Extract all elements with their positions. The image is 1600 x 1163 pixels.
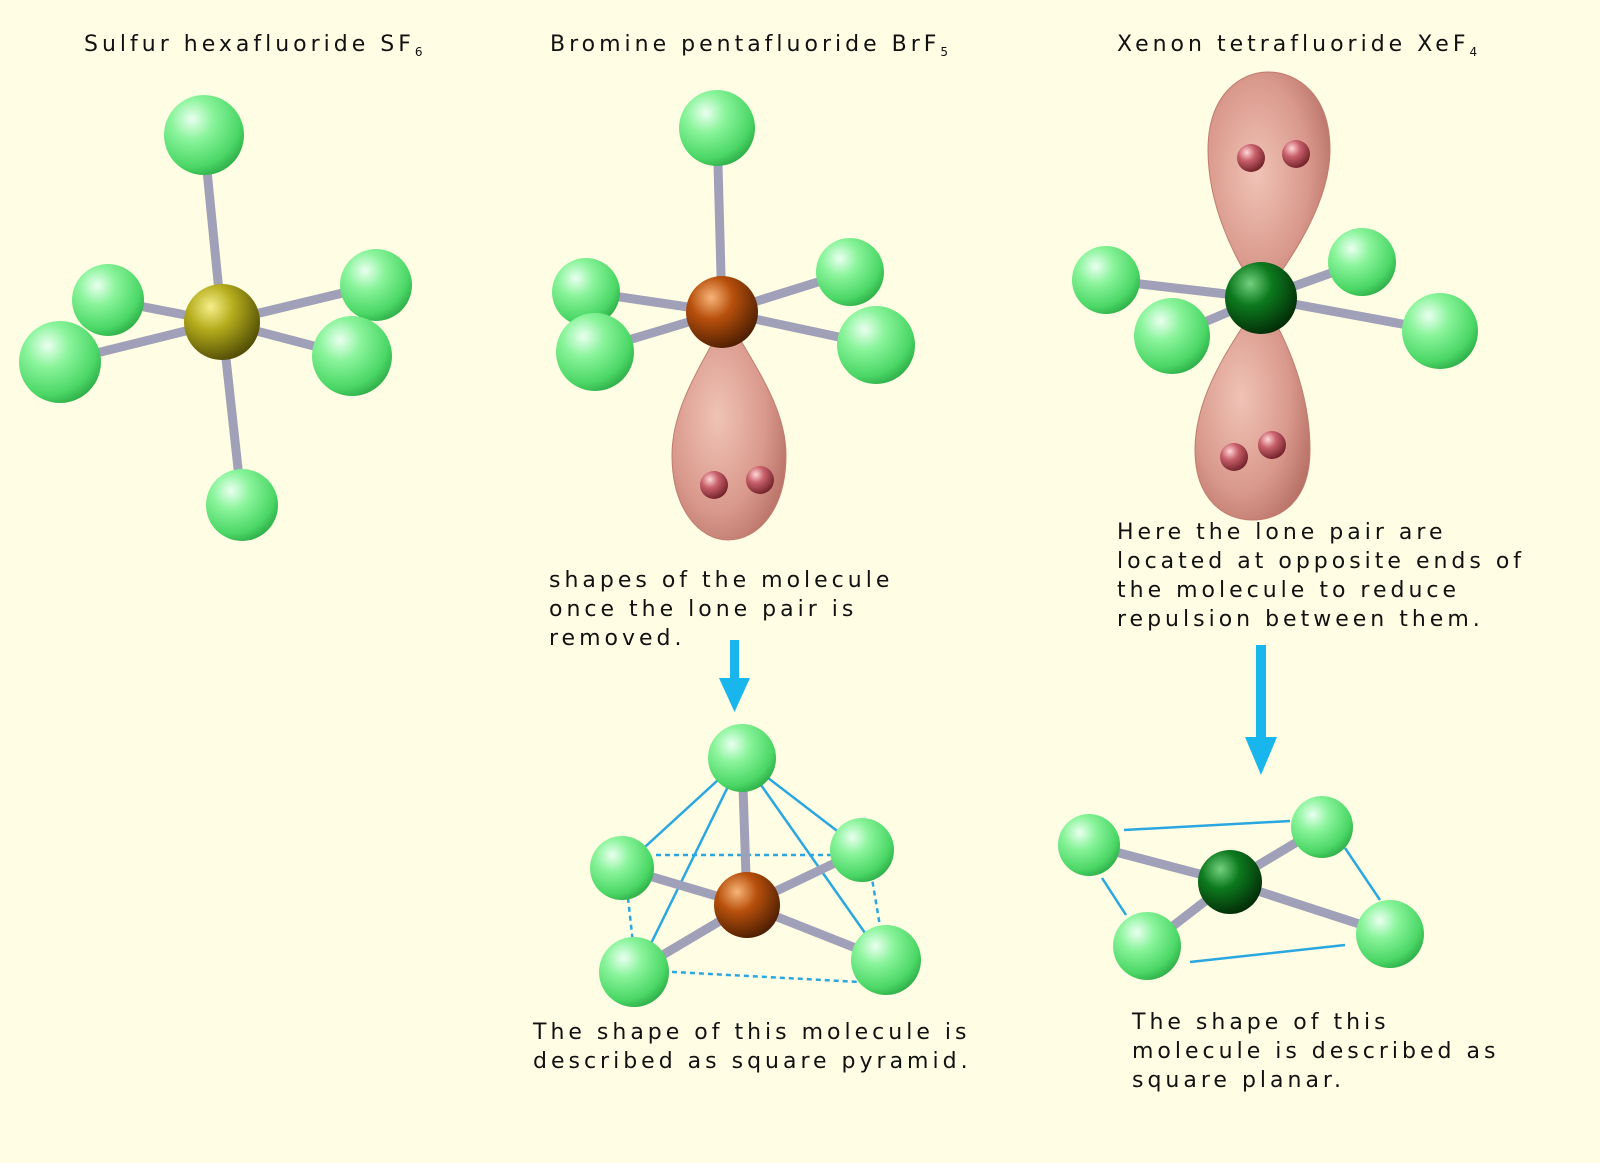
title-brf5-name: Bromine pentafluoride xyxy=(550,32,881,57)
title-sf6-formula: SF xyxy=(380,32,415,57)
fluorine-atom xyxy=(590,836,654,900)
note-line: described as square pyramid. xyxy=(533,1049,972,1074)
title-xef4-subscript: 4 xyxy=(1469,45,1478,59)
note-line: The shape of this molecule is xyxy=(533,1020,971,1045)
title-xef4: Xenon tetrafluoride XeF4 xyxy=(1117,30,1477,67)
electron xyxy=(1258,431,1286,459)
fluorine-atom xyxy=(599,937,669,1007)
electron xyxy=(1220,443,1248,471)
xenon-atom xyxy=(1225,262,1297,334)
fluorine-atom xyxy=(164,95,244,175)
xenon-atom xyxy=(1198,850,1262,914)
title-brf5-subscript: 5 xyxy=(940,45,949,59)
note-square-planar: The shape of this molecule is described … xyxy=(1132,1008,1499,1095)
fluorine-atom xyxy=(816,238,884,306)
fluorine-atom xyxy=(830,818,894,882)
fluorine-atom xyxy=(1058,814,1120,876)
fluorine-atom xyxy=(679,90,755,166)
fluorine-atom xyxy=(552,258,620,326)
note-line: The shape of this xyxy=(1132,1010,1390,1035)
note-line: shapes of the molecule xyxy=(549,568,894,593)
note-line: located at opposite ends of xyxy=(1117,549,1526,574)
electron xyxy=(746,466,774,494)
fluorine-atom xyxy=(556,313,634,391)
fluorine-atom xyxy=(72,264,144,336)
title-sf6-name: Sulfur hexafluoride xyxy=(84,32,370,57)
fluorine-atom xyxy=(851,925,921,995)
title-sf6: Sulfur hexafluoride SF6 xyxy=(84,30,423,67)
fluorine-atom xyxy=(1134,298,1210,374)
bromine-atom xyxy=(714,872,780,938)
fluorine-atom xyxy=(837,306,915,384)
title-sf6-subscript: 6 xyxy=(414,45,423,59)
xef4-molecule xyxy=(1072,71,1478,521)
fluorine-atom xyxy=(340,249,412,321)
fluorine-atom xyxy=(1356,900,1424,968)
lone-pair-lobe xyxy=(671,314,787,541)
brf5-molecule xyxy=(552,90,915,541)
sulfur-atom xyxy=(184,284,260,360)
fluorine-atom xyxy=(1072,246,1140,314)
note-line: once the lone pair is xyxy=(549,597,858,622)
note-lone-pairs-opposite: Here the lone pair are located at opposi… xyxy=(1117,518,1525,634)
fluorine-atom xyxy=(1402,293,1478,369)
bromine-atom xyxy=(686,276,758,348)
planar-outline xyxy=(1100,819,1382,964)
square-pyramid-molecule xyxy=(590,724,921,1007)
fluorine-atom xyxy=(1328,228,1396,296)
fluorine-atom xyxy=(708,724,776,792)
fluorine-atom xyxy=(1291,796,1353,858)
note-square-pyramid: The shape of this molecule is described … xyxy=(533,1018,972,1076)
note-line: molecule is described as xyxy=(1132,1039,1500,1064)
electron xyxy=(1282,140,1310,168)
title-xef4-name: Xenon tetrafluoride xyxy=(1117,32,1407,57)
fluorine-atom xyxy=(19,321,101,403)
note-line: the molecule to reduce xyxy=(1117,578,1461,603)
lone-pair-lobe xyxy=(1207,71,1331,299)
title-brf5: Bromine pentafluoride BrF5 xyxy=(550,30,948,67)
sf6-molecule xyxy=(19,95,412,541)
note-lone-pair-removed: shapes of the molecule once the lone pai… xyxy=(549,566,893,653)
title-brf5-formula: BrF xyxy=(891,32,941,57)
note-line: Here the lone pair are xyxy=(1117,520,1447,545)
down-arrow-icon xyxy=(1245,645,1277,775)
note-line: square planar. xyxy=(1132,1068,1345,1093)
note-line: removed. xyxy=(549,626,686,651)
fluorine-atom xyxy=(1113,912,1181,980)
title-xef4-formula: XeF xyxy=(1417,32,1470,57)
electron xyxy=(700,471,728,499)
note-line: repulsion between them. xyxy=(1117,607,1484,632)
electron xyxy=(1237,144,1265,172)
fluorine-atom xyxy=(206,469,278,541)
down-arrow-icon xyxy=(719,640,750,712)
square-planar-molecule xyxy=(1058,796,1424,980)
fluorine-atom xyxy=(312,316,392,396)
